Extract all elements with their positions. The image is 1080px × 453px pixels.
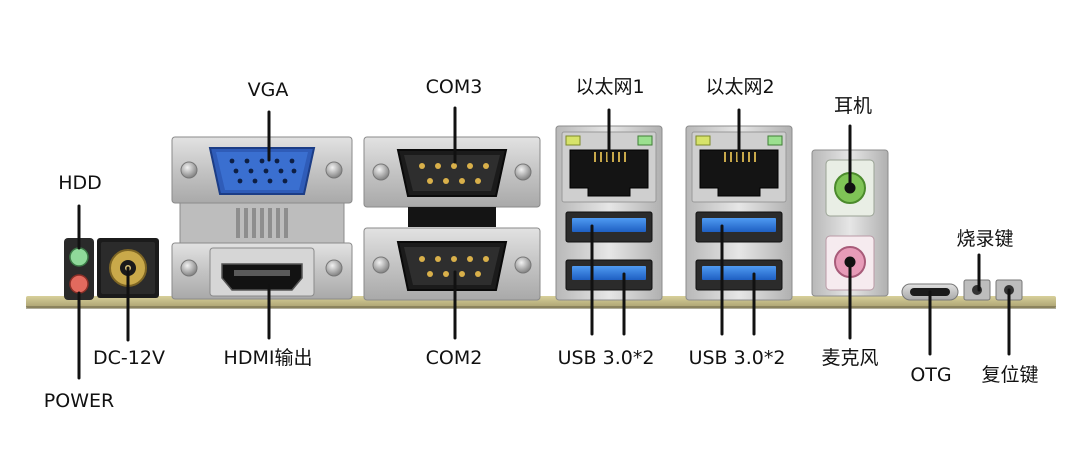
hdd-led (69, 247, 89, 267)
label-mic: 麦克风 (821, 347, 879, 369)
label-otg: OTG (910, 364, 952, 386)
rj45-connector-icon (555, 125, 663, 301)
vga-connector-icon (171, 136, 353, 244)
label-eth1: 以太网1 (575, 76, 645, 98)
label-power: POWER (43, 390, 115, 412)
label-hdd: HDD (58, 172, 102, 194)
led-indicator-icon (64, 238, 94, 300)
label-reset-key: 复位键 (981, 364, 1039, 386)
audio-jack-icon (811, 149, 889, 297)
label-headphone: 耳机 (833, 95, 873, 117)
pcb-edge-shadow (26, 306, 1056, 309)
callout-lines (77, 106, 1011, 380)
label-usb-left: USB 3.0*2 (557, 347, 655, 369)
db9-connector-icon-com2 (363, 227, 541, 301)
label-usb-right: USB 3.0*2 (688, 347, 786, 369)
label-vga: VGA (247, 79, 289, 101)
label-hdmi: HDMI输出 (223, 347, 313, 369)
hdmi-connector-icon (171, 242, 353, 300)
power-led (69, 274, 89, 294)
label-eth2: 以太网2 (705, 76, 775, 98)
db9-connector-icon (363, 136, 541, 227)
label-com2: COM2 (425, 347, 483, 369)
label-burn-key: 烧录键 (956, 228, 1014, 250)
label-com3: COM3 (425, 76, 483, 98)
label-dc: DC-12V (93, 347, 165, 369)
